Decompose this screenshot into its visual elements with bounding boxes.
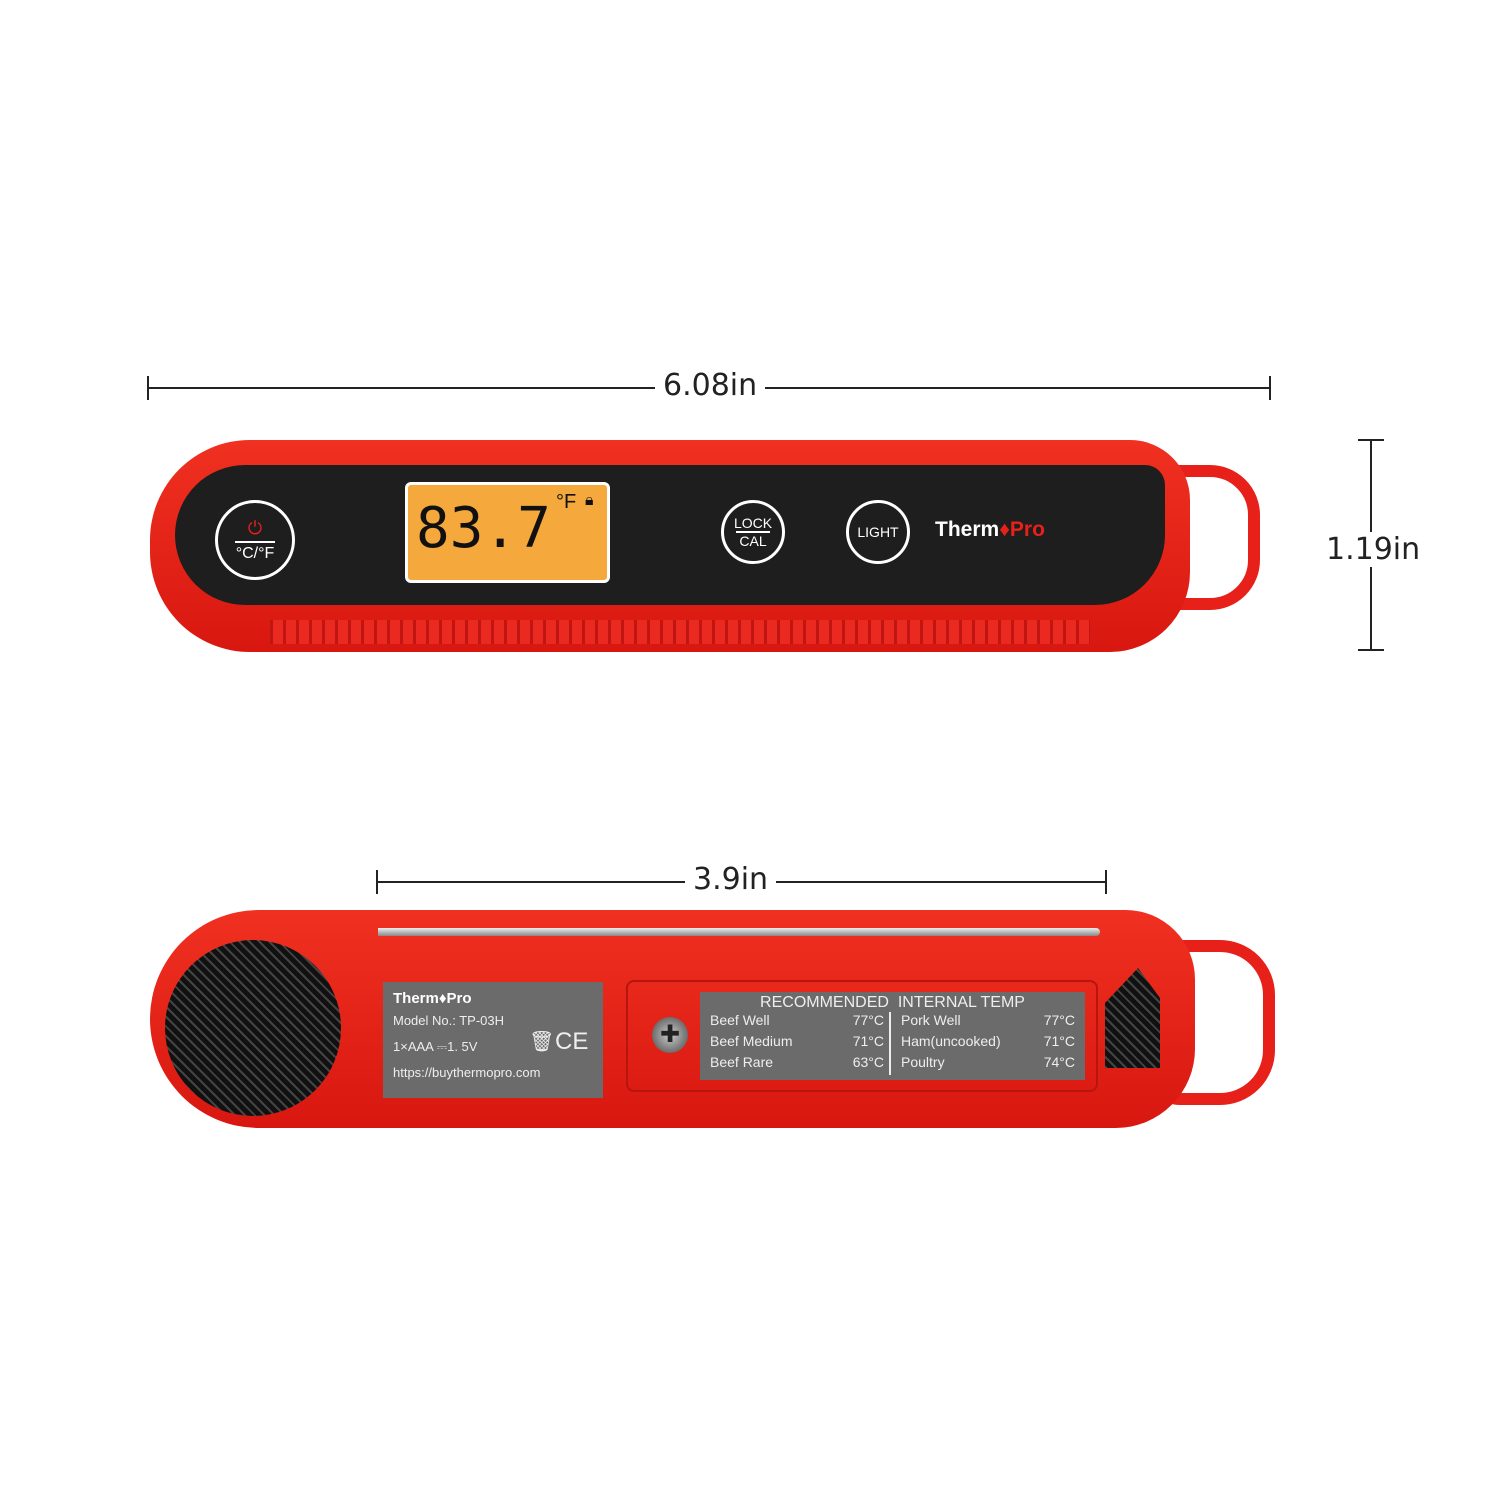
lcd-display: 83.7 °F 🔒︎ <box>405 482 610 583</box>
item: Poultry <box>901 1054 945 1070</box>
height-tick-bottom <box>1358 649 1384 651</box>
table-title: RECOMMENDED INTERNAL TEMP <box>760 994 1025 1011</box>
temp: 71°C <box>852 1033 884 1049</box>
ce-mark: CE <box>555 1028 589 1055</box>
temp-table: RECOMMENDED INTERNAL TEMP Beef Well 77°C … <box>700 992 1085 1080</box>
probe-label: 3.9in <box>685 862 777 897</box>
probe-tick-left <box>376 870 378 894</box>
item: Beef Rare <box>710 1054 774 1070</box>
item: Pork Well <box>901 1012 961 1028</box>
temp: 63°C <box>852 1054 884 1070</box>
table-row: Poultry 74°C <box>901 1054 1075 1075</box>
info-label: Therm♦Pro Model No.: TP-03H 1×AAA ⎓1. 5V… <box>383 982 603 1098</box>
battery-spec: 1×AAA ⎓1. 5V <box>393 1039 478 1054</box>
table-row: Beef Medium 71°C <box>710 1033 884 1054</box>
flame-icon: ♦ <box>999 518 1010 541</box>
grip-pad <box>165 940 341 1116</box>
lock-cal-button[interactable]: LOCK CAL <box>721 500 785 564</box>
temp: 77°C <box>852 1012 884 1028</box>
height-tick-top <box>1358 439 1384 441</box>
length-label: 6.08in <box>655 368 766 403</box>
divider <box>235 540 275 543</box>
temp: 71°C <box>1043 1033 1075 1049</box>
brand-logo: Therm♦Pro <box>935 518 1045 542</box>
length-tick-left <box>147 376 149 400</box>
screw-icon: ✚ <box>652 1017 688 1053</box>
height-label: 1.19in <box>1318 532 1429 567</box>
temperature-readout: 83.7 <box>416 496 551 561</box>
lock-label: LOCK <box>733 515 773 531</box>
item: Beef Medium <box>710 1033 793 1049</box>
table-row: Ham(uncooked) 71°C <box>901 1033 1075 1054</box>
front-panel <box>175 465 1165 605</box>
temp: 77°C <box>1043 1012 1075 1028</box>
probe <box>378 928 1100 936</box>
brand-a: Therm <box>935 518 1000 541</box>
table-body: Beef Well 77°C Beef Medium 71°C Beef Rare 6… <box>710 1012 1075 1075</box>
website-url: https://buythermopro.com <box>393 1065 541 1080</box>
label-logo: Therm♦Pro <box>393 990 593 1008</box>
lock-icon: 🔒︎ <box>585 492 594 509</box>
power-icon: ⏻ <box>247 517 263 538</box>
power-unit-button[interactable]: ⏻ °C/°F <box>215 500 295 580</box>
item: Ham(uncooked) <box>901 1033 1001 1049</box>
unit-label: °C/°F <box>235 544 275 562</box>
temp: 74°C <box>1043 1054 1075 1070</box>
light-button[interactable]: LIGHT <box>846 500 910 564</box>
table-row: Beef Well 77°C <box>710 1012 884 1033</box>
flame-icon: ♦ <box>438 990 447 1007</box>
divider <box>736 531 770 533</box>
ribbed-strip <box>270 620 1090 644</box>
probe-tick-right <box>1105 870 1107 894</box>
model-number: Model No.: TP-03H <box>393 1013 505 1028</box>
cal-label: CAL <box>739 533 767 549</box>
brand-b: Pro <box>1009 518 1045 541</box>
table-row: Beef Rare 63°C <box>710 1054 884 1075</box>
brand-b: Pro <box>446 990 472 1007</box>
table-row: Pork Well 77°C <box>901 1012 1075 1033</box>
left-column: Beef Well 77°C Beef Medium 71°C Beef Rare 6… <box>710 1012 891 1075</box>
brand-a: Therm <box>393 990 439 1007</box>
unit-indicator: °F <box>556 491 577 513</box>
item: Beef Well <box>710 1012 770 1028</box>
light-label: LIGHT <box>857 524 899 540</box>
table-panel <box>626 980 1098 1092</box>
right-column: Pork Well 77°C Ham(uncooked) 71°C Poultry 7… <box>901 1012 1075 1075</box>
length-tick-right <box>1269 376 1271 400</box>
weee-bin-icon: 🗑︎ <box>529 1031 555 1053</box>
